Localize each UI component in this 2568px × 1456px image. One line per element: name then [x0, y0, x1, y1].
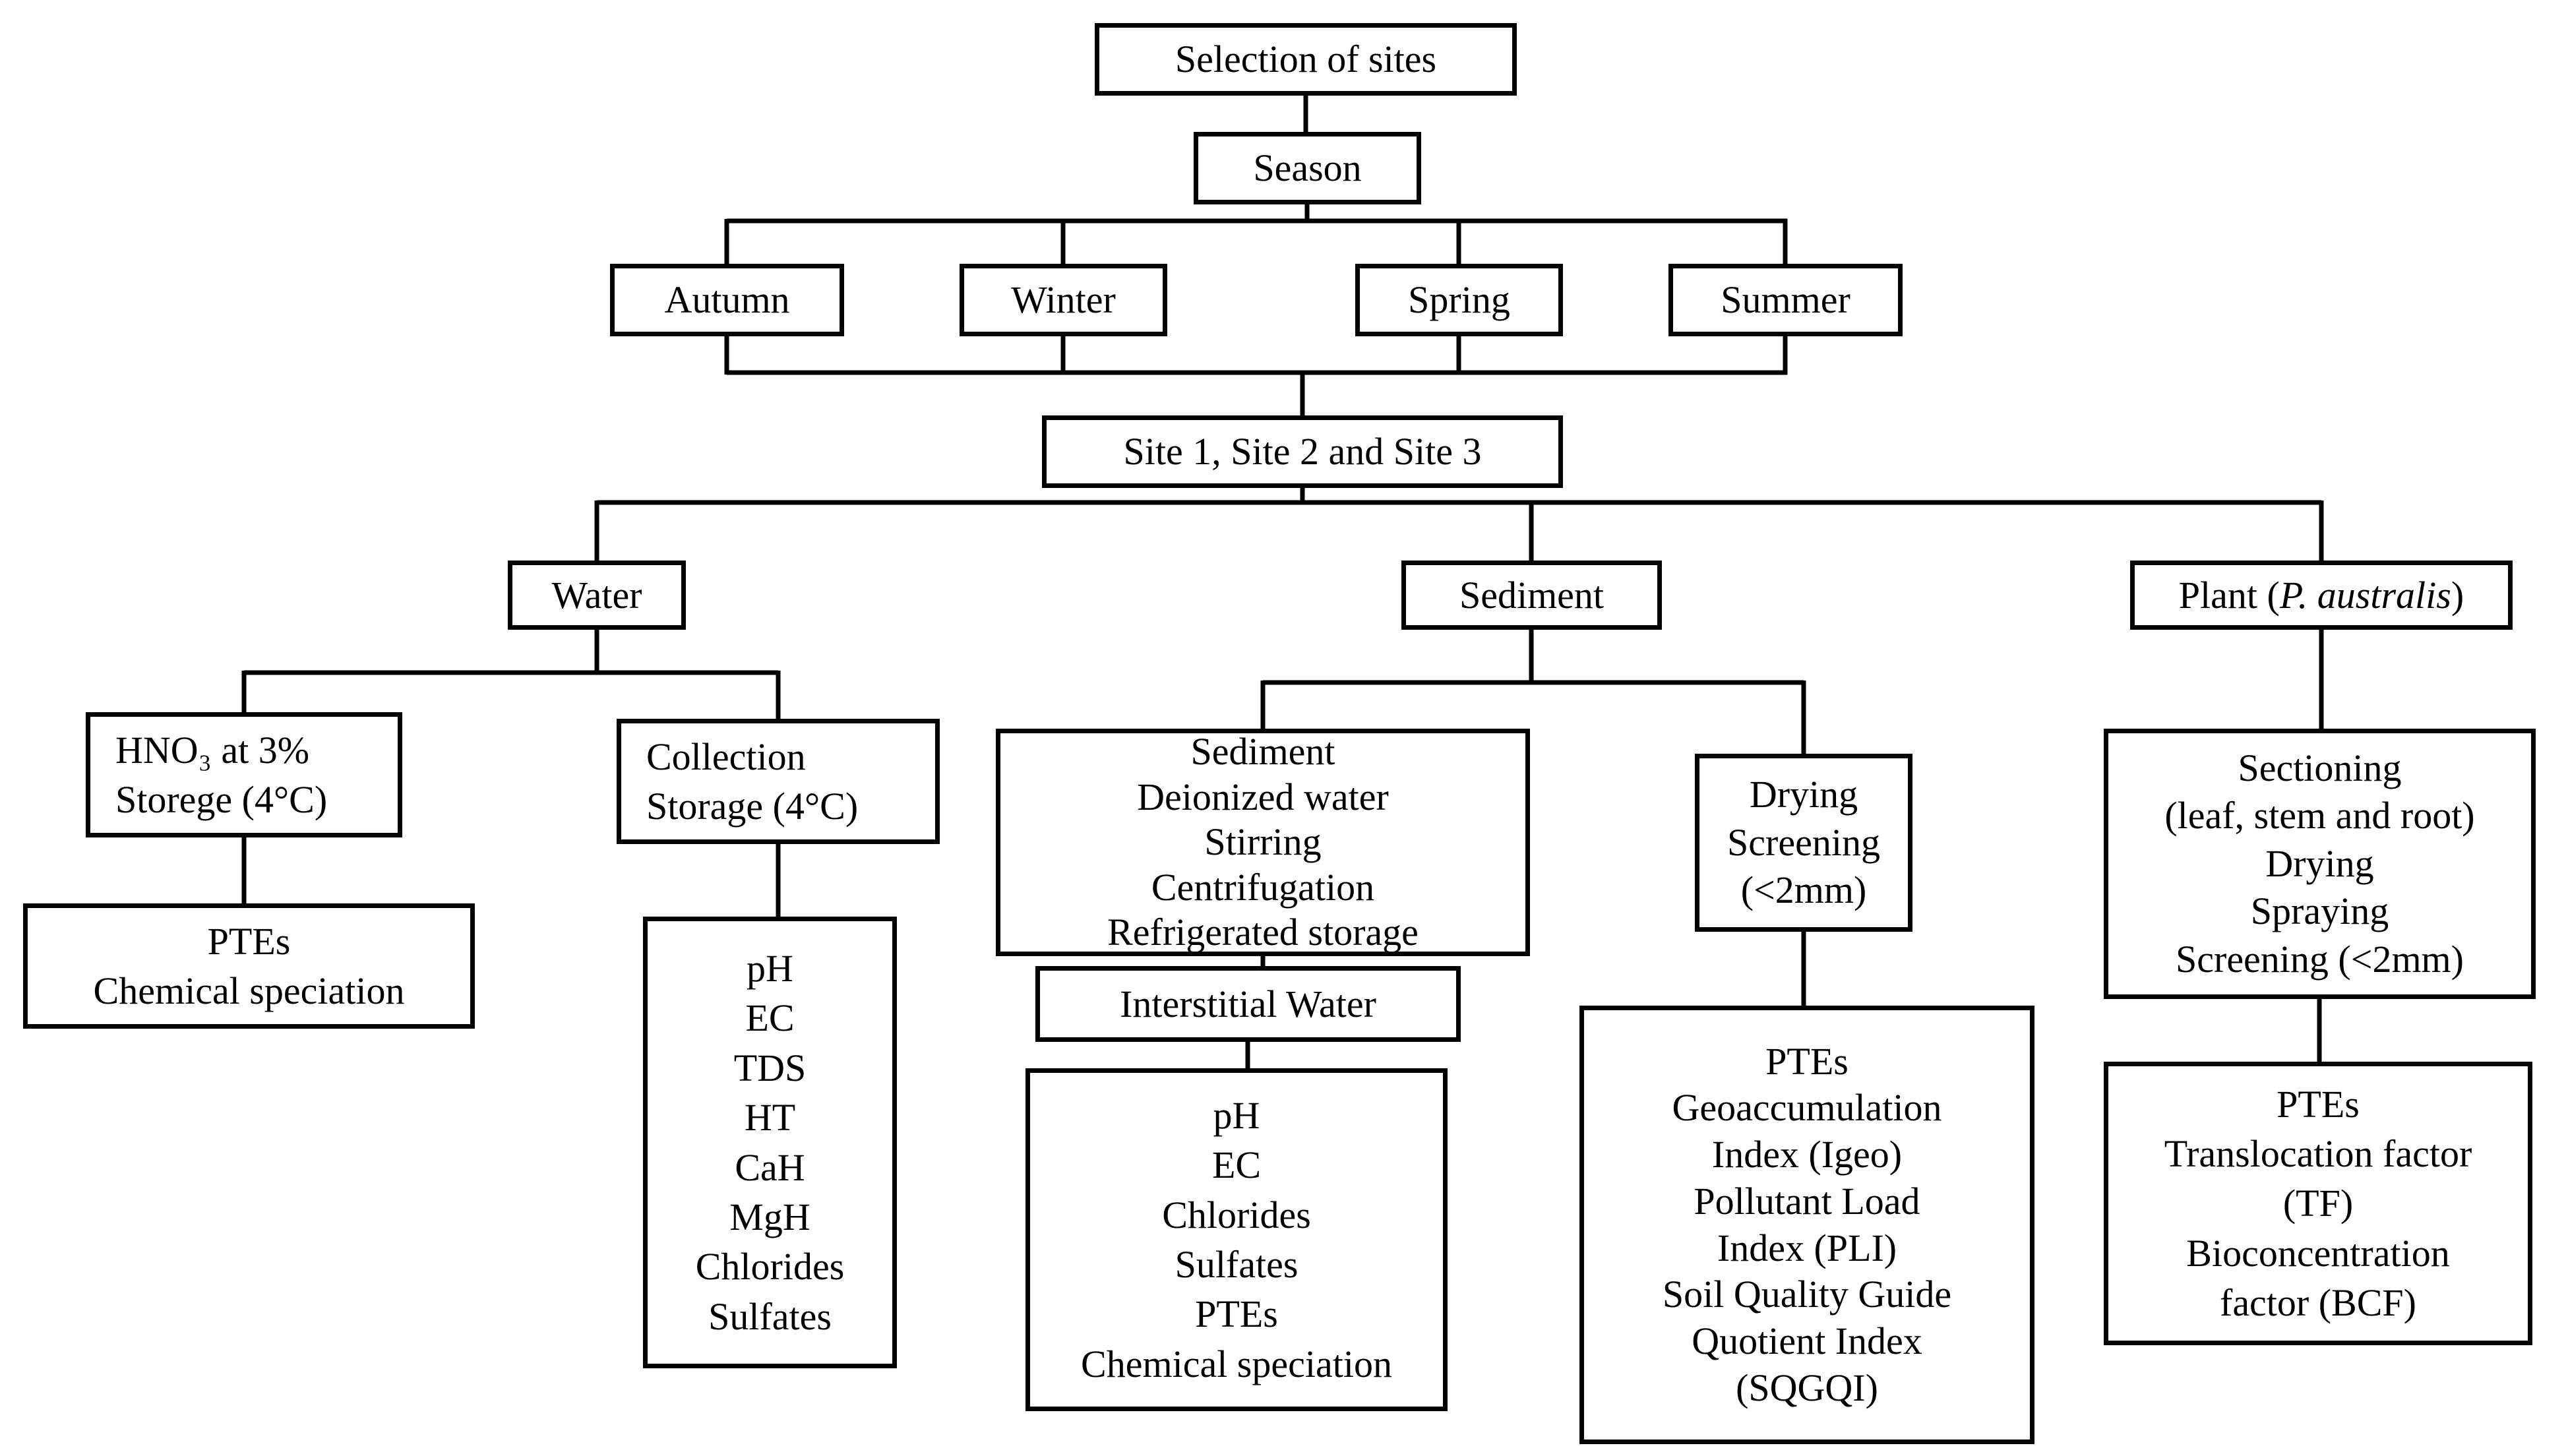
plant-species-name: P. australis — [2279, 573, 2451, 617]
node-line: Refrigerated storage — [1107, 911, 1419, 954]
node-label: Winter — [1011, 278, 1116, 322]
node-label: Water — [551, 573, 642, 617]
node-line: Bioconcentration — [2186, 1231, 2450, 1275]
node-line: Soil Quality Guide — [1662, 1273, 1952, 1316]
node-line: HT — [744, 1096, 796, 1139]
node-label: Site 1, Site 2 and Site 3 — [1123, 430, 1482, 473]
node-line: Sulfates — [708, 1294, 832, 1338]
node-line: (<2mm) — [1740, 868, 1867, 912]
node-line: Quotient Index — [1692, 1320, 1922, 1362]
node-label: Autumn — [664, 278, 790, 322]
node-sediment-drying: Drying Screening (<2mm) — [1695, 754, 1912, 932]
node-line: pH — [1213, 1093, 1260, 1137]
node-water-acidification: HNO₃ at 3% Storege (4°C) — [86, 712, 402, 837]
node-line: Screening (<2mm) — [2176, 937, 2464, 981]
plant-suffix: ) — [2451, 573, 2464, 617]
node-line: Deionized water — [1137, 775, 1389, 818]
node-line: Screening — [1727, 820, 1880, 864]
node-water-collection: Collection Storage (4°C) — [617, 719, 940, 844]
node-water-parameters: pH EC TDS HT CaH MgH Chlorides Sulfates — [643, 917, 897, 1368]
node-line: CaH — [735, 1145, 805, 1189]
node-label: Season — [1253, 146, 1362, 190]
node-line: Collection — [646, 735, 806, 778]
node-line: Sectioning — [2238, 746, 2402, 789]
node-line: Stirring — [1204, 820, 1322, 864]
node-line: HNO₃ at 3% — [115, 728, 310, 772]
node-line: (leaf, stem and root) — [2164, 794, 2475, 837]
node-selection-of-sites: Selection of sites — [1095, 23, 1517, 96]
node-summer: Summer — [1668, 264, 1903, 336]
node-line: pH — [747, 946, 793, 990]
node-line: Drying — [1749, 773, 1858, 816]
node-water: Water — [508, 561, 686, 630]
node-label: Plant (P. australis) — [2179, 570, 2464, 620]
node-line: PTEs — [2277, 1082, 2360, 1126]
node-line: Sediment — [1190, 730, 1335, 774]
node-label: Summer — [1721, 278, 1850, 322]
node-plant-preparation: Sectioning (leaf, stem and root) Drying … — [2104, 729, 2536, 999]
node-line: Chlorides — [1162, 1193, 1311, 1236]
node-sites: Site 1, Site 2 and Site 3 — [1042, 415, 1563, 488]
node-line: Sulfates — [1175, 1243, 1299, 1286]
node-line: EC — [745, 996, 795, 1040]
node-winter: Winter — [960, 264, 1167, 336]
node-line: factor (BCF) — [2220, 1281, 2416, 1325]
node-line: Chemical speciation — [93, 969, 405, 1012]
node-season: Season — [1194, 132, 1421, 204]
node-line: Geoaccumulation — [1672, 1086, 1942, 1130]
node-line: Chlorides — [695, 1245, 845, 1289]
node-line: TDS — [733, 1046, 807, 1089]
node-label: Selection of sites — [1175, 38, 1437, 81]
node-line: Storage (4°C) — [646, 785, 859, 828]
node-line: Index (PLI) — [1717, 1226, 1897, 1269]
node-line: PTEs — [1195, 1292, 1278, 1336]
node-line: Storege (4°C) — [115, 778, 328, 821]
node-line: MgH — [729, 1195, 810, 1238]
node-line: EC — [1211, 1143, 1262, 1187]
node-line: Spraying — [2250, 890, 2389, 933]
node-sediment: Sediment — [1401, 561, 1662, 630]
node-line: PTEs — [1765, 1039, 1849, 1083]
node-water-acid-analysis: PTEs Chemical speciation — [23, 903, 475, 1029]
node-spring: Spring — [1355, 264, 1563, 336]
node-interstitial-parameters: pH EC Chlorides Sulfates PTEs Chemical s… — [1025, 1068, 1448, 1411]
node-plant-indices: PTEs Translocation factor (TF) Bioconcen… — [2104, 1062, 2532, 1345]
node-label: Sediment — [1459, 573, 1605, 617]
node-line: (SQGQI) — [1736, 1366, 1878, 1409]
node-sediment-indices: PTEs Geoaccumulation Index (Igeo) Pollut… — [1579, 1006, 2034, 1444]
node-line: (TF) — [2282, 1182, 2354, 1225]
node-line: Centrifugation — [1151, 865, 1375, 909]
node-autumn: Autumn — [610, 264, 844, 336]
node-line: PTEs — [207, 919, 291, 963]
node-line: Chemical speciation — [1081, 1342, 1392, 1385]
node-label: Spring — [1408, 278, 1510, 322]
node-sediment-preparation: Sediment Deionized water Stirring Centri… — [996, 729, 1530, 956]
plant-prefix: Plant ( — [2178, 573, 2280, 617]
node-line: Index (Igeo) — [1711, 1133, 1903, 1176]
node-line: Translocation factor — [2164, 1132, 2472, 1175]
node-line: Drying — [2265, 841, 2374, 885]
node-plant: Plant (P. australis) — [2130, 561, 2513, 630]
node-label: Interstitial Water — [1120, 982, 1376, 1025]
node-interstitial-water: Interstitial Water — [1035, 966, 1461, 1042]
node-line: Pollutant Load — [1694, 1179, 1920, 1223]
